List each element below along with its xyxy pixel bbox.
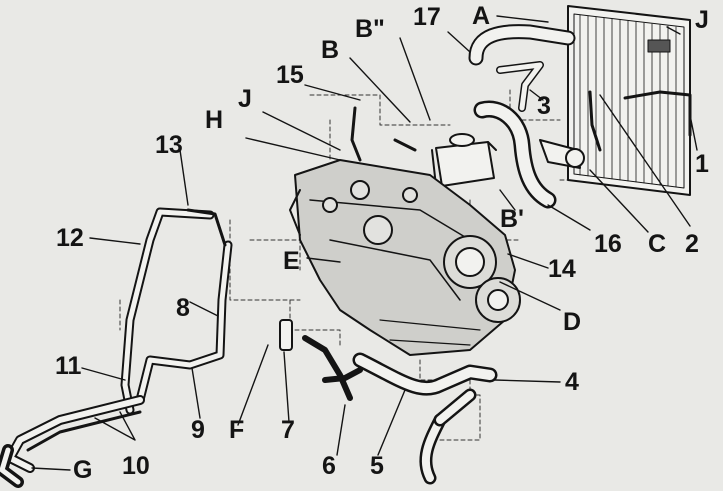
connector-pipe	[302, 335, 363, 401]
label-16: 16	[594, 230, 622, 258]
label-5: 5	[370, 452, 384, 480]
label-B: B	[321, 36, 340, 64]
label-D: D	[563, 308, 582, 336]
lower-radiator-hose	[352, 352, 498, 485]
label-14: 14	[548, 255, 576, 283]
expansion-tank	[431, 133, 497, 187]
label-B-double-prime: B"	[355, 15, 385, 43]
label-8: 8	[176, 294, 190, 322]
label-B-prime: B'	[500, 205, 524, 233]
label-F: F	[229, 416, 245, 444]
label-9: 9	[191, 416, 205, 444]
label-2: 2	[685, 230, 699, 258]
water-pump	[443, 235, 521, 323]
hose-bracket	[350, 106, 417, 162]
label-E: E	[283, 247, 300, 275]
label-H: H	[205, 106, 224, 134]
label-10: 10	[122, 452, 150, 480]
label-15: 15	[276, 61, 304, 89]
label-13: 13	[155, 131, 183, 159]
thermostat-housing	[539, 139, 585, 169]
label-C: C	[648, 230, 667, 258]
outlet-hose	[0, 444, 24, 488]
leader-lines	[31, 15, 698, 471]
temperature-sensor	[279, 319, 293, 351]
label-J-top: J	[695, 6, 709, 34]
label-3: 3	[537, 92, 551, 120]
upper-radiator-hose	[468, 24, 576, 66]
label-6: 6	[322, 452, 336, 480]
heater-pipes	[5, 395, 145, 473]
engine-block	[289, 159, 516, 356]
label-7: 7	[281, 416, 295, 444]
radiator-return-hose	[473, 100, 557, 209]
label-11: 11	[55, 352, 82, 380]
radiator	[567, 5, 691, 196]
label-17: 17	[413, 3, 441, 31]
label-G: G	[73, 456, 93, 484]
label-A: A	[472, 2, 491, 30]
heater-hoses	[120, 207, 233, 415]
label-4: 4	[565, 368, 579, 396]
label-1: 1	[695, 150, 709, 178]
bypass-hose	[496, 61, 544, 112]
label-J-left: J	[238, 85, 252, 113]
label-12: 12	[56, 224, 84, 252]
